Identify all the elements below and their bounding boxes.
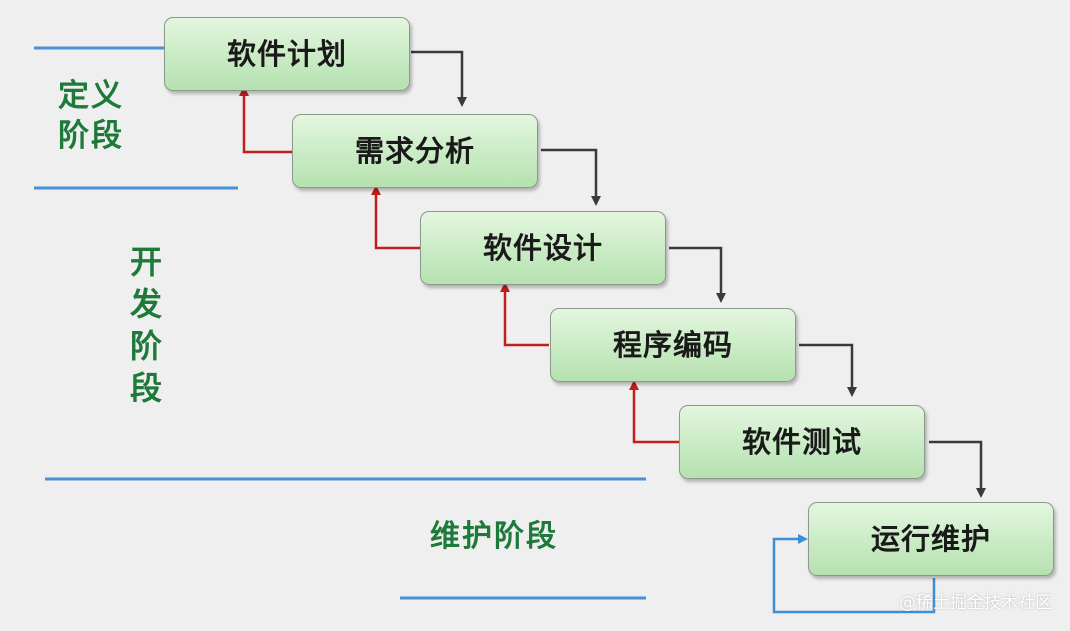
- forward-arrow: [669, 246, 726, 303]
- feedback-arrow: [371, 185, 420, 250]
- feedback-arrow: [629, 380, 679, 444]
- forward-arrow: [929, 440, 986, 498]
- stage-box-coding: 程序编码: [550, 308, 796, 382]
- forward-arrow: [541, 148, 601, 206]
- phase-label-definition: 定义阶段: [58, 78, 124, 154]
- stage-label: 软件计划: [226, 37, 347, 71]
- forward-arrow: [799, 343, 857, 397]
- watermark: @稀土掘金技术社区: [899, 593, 1052, 613]
- stage-label: 需求分析: [354, 134, 475, 168]
- stage-label: 软件设计: [482, 231, 603, 265]
- stage-label: 程序编码: [612, 328, 733, 362]
- phase-label-development: 开发阶段: [130, 243, 165, 407]
- forward-arrow: [411, 50, 467, 107]
- stage-box-testing: 软件测试: [679, 405, 925, 479]
- maintenance-loop-arrow: [772, 534, 936, 614]
- stage-box-operation-maintenance: 运行维护: [808, 502, 1054, 576]
- stage-label: 软件测试: [741, 425, 862, 459]
- feedback-arrow: [239, 86, 292, 154]
- stage-label: 运行维护: [870, 522, 991, 556]
- stage-box-software-design: 软件设计: [420, 211, 666, 285]
- feedback-arrow: [500, 282, 549, 347]
- stage-box-requirements-analysis: 需求分析: [292, 114, 538, 188]
- stage-box-software-planning: 软件计划: [164, 17, 410, 91]
- phase-label-maintenance: 维护阶段: [430, 519, 558, 554]
